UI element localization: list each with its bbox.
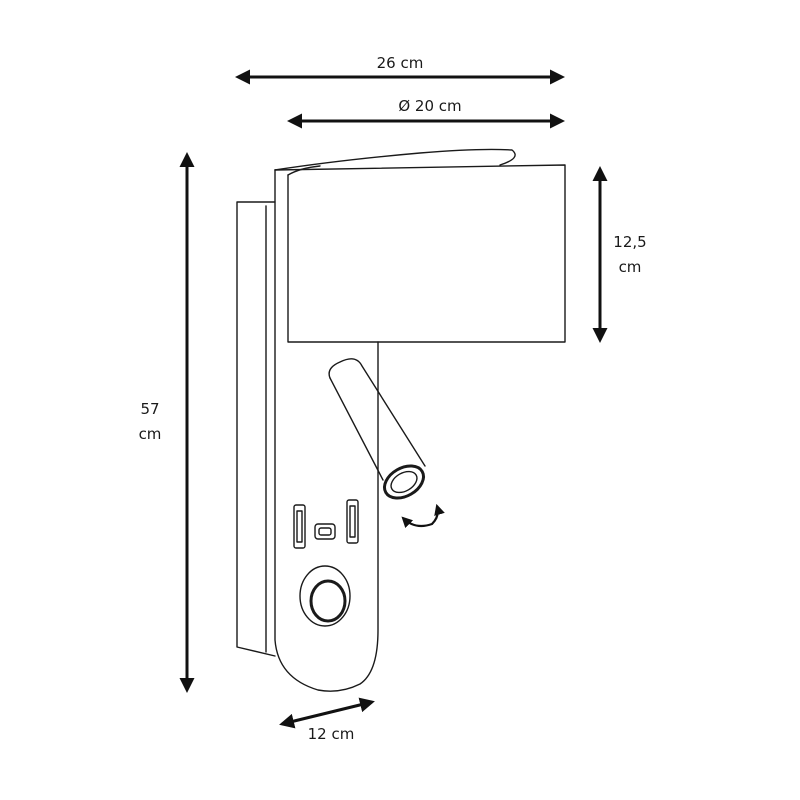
label-shade-height-value: 12,5 — [613, 233, 647, 251]
label-total-height-unit: cm — [138, 425, 162, 443]
wall-plate — [236, 201, 276, 657]
label-total-height-value: 57 — [140, 400, 160, 418]
label-base-width: 12 cm — [307, 725, 355, 743]
label-shade-diameter: Ø 20 cm — [398, 97, 462, 115]
lamp-shade — [274, 148, 566, 343]
lamp-body — [274, 169, 379, 692]
label-shade-height-unit: cm — [618, 258, 642, 276]
dim-line-base-width — [279, 697, 375, 729]
rotate-arrow-icon — [401, 503, 445, 529]
reading-arm — [328, 358, 426, 500]
usb-a-port-icon — [293, 499, 359, 549]
label-total-height: 57 cm — [120, 397, 180, 447]
usb-c-port-icon — [314, 523, 336, 540]
label-shade-height: 12,5 cm — [600, 230, 660, 280]
rotary-switch-icon — [299, 565, 351, 627]
label-width-total: 26 cm — [376, 54, 424, 72]
